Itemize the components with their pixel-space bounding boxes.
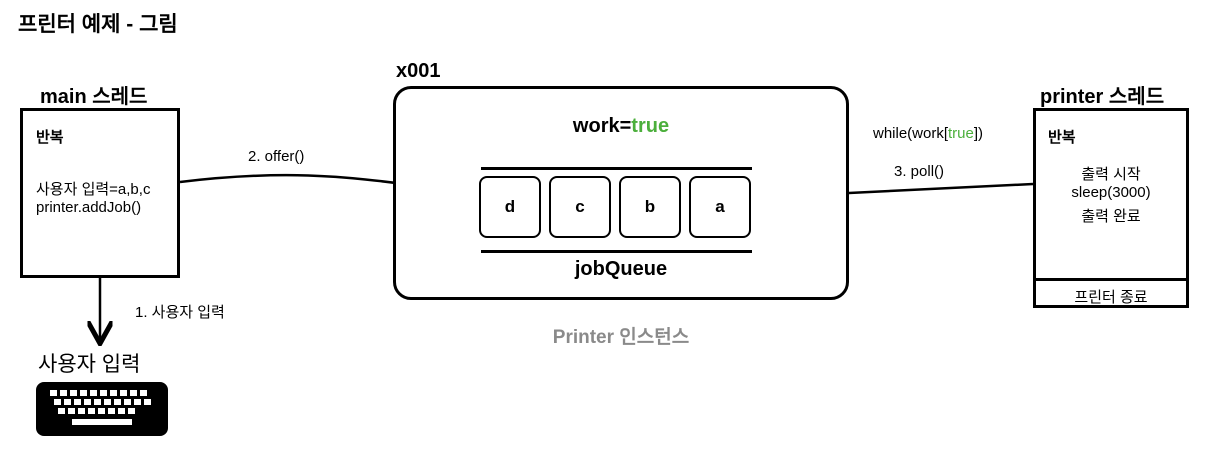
offer-arrow [179,175,426,187]
printer-line: sleep(3000) [1071,184,1151,201]
printer-footer: 프린터 종료 [1074,289,1148,306]
instance-caption: Printer 인스턴스 [552,327,690,348]
main-input-line: 사용자 입력=a,b,c [36,181,151,198]
work-value: true [631,115,670,137]
main-thread-box: 반복 사용자 입력=a,b,c printer.addJob() [20,108,180,278]
main-loop-label: 반복 [36,129,64,146]
queue-slot: d [479,176,541,238]
printer-line: 출력 완료 [1081,208,1141,225]
user-input-step-label: 1. 사용자 입력 [135,304,225,321]
user-input-label: 사용자 입력 [38,353,141,376]
queue-label: jobQueue [574,258,668,280]
printer-loop-label: 반복 [1048,129,1076,146]
queue-rail-bottom [481,250,752,253]
printer-line: 출력 시작 [1081,166,1141,183]
queue-slot: a [689,176,751,238]
while-label: while(work[true]) [873,125,984,142]
page-title: 프린터 예제 - 그림 [18,13,178,36]
main-thread-title: main 스레드 [40,86,148,108]
instance-id: x001 [396,60,441,82]
work-flag: work=true [572,115,670,137]
queue-slot: b [619,176,681,238]
main-call-line: printer.addJob() [36,199,142,216]
keyboard-icon [36,382,168,436]
poll-label: 3. poll() [894,163,945,180]
queue-rail-top [481,167,752,170]
printer-thread-title: printer 스레드 [1040,86,1165,108]
queue-slot: c [549,176,611,238]
printer-thread-box: 반복 출력 시작 sleep(3000) 출력 완료 프린터 종료 [1033,108,1189,308]
while-value: true [948,125,974,142]
printer-divider [1036,278,1186,281]
offer-label: 2. offer() [248,148,305,165]
